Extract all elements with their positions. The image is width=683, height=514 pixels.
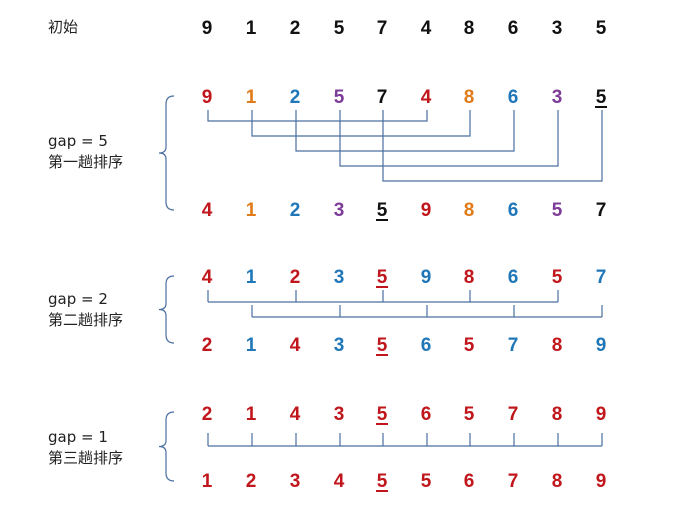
pass1-before-value-9: 5 (596, 87, 607, 108)
pass1-group-connector-1 (251, 110, 471, 137)
pass1-group-connector-0 (207, 110, 428, 122)
pass1-before-value-0: 9 (202, 87, 213, 108)
pass2-after-value-7: 7 (508, 335, 519, 356)
pass1-before-value-7: 6 (508, 87, 519, 108)
pass1-before-value-6: 8 (464, 87, 475, 108)
initial-value-9: 5 (596, 18, 607, 39)
initial-value-6: 8 (464, 18, 475, 39)
pass1-after-value-5: 9 (421, 200, 432, 221)
pass1-before-value-2: 2 (290, 87, 301, 108)
pass3-brace (158, 411, 175, 482)
pass2-before-value-5: 9 (421, 267, 432, 288)
pass2-before-value-8: 5 (552, 267, 563, 288)
pass3-before-value-4: 5 (377, 404, 388, 425)
initial-value-3: 5 (334, 18, 345, 39)
pass1-before-value-1: 1 (246, 87, 257, 108)
pass2-before-value-3: 3 (334, 267, 345, 288)
pass2-before-value-4: 5 (377, 267, 388, 288)
initial-value-2: 2 (290, 18, 301, 39)
initial-value-0: 9 (202, 18, 213, 39)
pass3-before-value-8: 8 (552, 404, 563, 425)
pass1-after-value-2: 2 (290, 200, 301, 221)
pass3-after-value-1: 2 (246, 471, 257, 492)
pass1-group-connector-3 (339, 110, 559, 167)
pass3-before-value-5: 6 (421, 404, 432, 425)
pass1-title: 第一趟排序 (48, 153, 124, 171)
pass1-before-value-4: 7 (377, 87, 388, 108)
pass3-after-value-9: 9 (596, 471, 607, 492)
pass2-after-value-9: 9 (596, 335, 607, 356)
initial-value-7: 6 (508, 18, 519, 39)
pass2-after-value-1: 1 (246, 335, 257, 356)
pass1-after-value-6: 8 (464, 200, 475, 221)
pass3-before-value-7: 7 (508, 404, 519, 425)
pass2-title: 第二趟排序 (48, 311, 124, 329)
initial-value-8: 3 (552, 18, 563, 39)
pass3-after-value-4: 5 (377, 471, 388, 492)
pass2-after-value-6: 5 (464, 335, 475, 356)
pass1-group-connector-4 (382, 110, 603, 182)
pass3-after-value-0: 1 (202, 471, 213, 492)
initial-label: 初始 (48, 18, 79, 36)
pass1-after-value-4: 5 (377, 200, 388, 221)
pass2-after-value-8: 8 (552, 335, 563, 356)
pass2-before-value-6: 8 (464, 267, 475, 288)
pass2-brace (158, 275, 175, 344)
pass1-after-value-3: 3 (334, 200, 345, 221)
pass2-after-value-4: 5 (377, 335, 388, 356)
pass1-after-value-0: 4 (202, 200, 213, 221)
pass1-brace (158, 95, 175, 211)
pass3-after-value-6: 6 (464, 471, 475, 492)
pass2-after-value-3: 3 (334, 335, 345, 356)
pass2-after-value-5: 6 (421, 335, 432, 356)
pass3-before-value-2: 4 (290, 404, 301, 425)
pass3-gap-label: gap = 1 (48, 428, 108, 446)
initial-value-4: 7 (377, 18, 388, 39)
pass3-before-value-9: 9 (596, 404, 607, 425)
pass1-after-value-8: 5 (552, 200, 563, 221)
pass3-after-value-3: 4 (334, 471, 345, 492)
pass1-gap-label: gap = 5 (48, 132, 108, 150)
pass1-before-value-5: 4 (421, 87, 432, 108)
pass2-gap-label: gap = 2 (48, 290, 108, 308)
pass1-after-value-9: 7 (596, 200, 607, 221)
pass1-after-value-7: 6 (508, 200, 519, 221)
pass1-before-value-8: 3 (552, 87, 563, 108)
pass3-before-value-1: 1 (246, 404, 257, 425)
pass2-before-value-1: 1 (246, 267, 257, 288)
pass3-after-value-7: 7 (508, 471, 519, 492)
pass3-after-value-8: 8 (552, 471, 563, 492)
pass2-after-value-2: 4 (290, 335, 301, 356)
initial-value-1: 1 (246, 18, 257, 39)
pass3-after-value-2: 3 (290, 471, 301, 492)
pass3-after-value-5: 5 (421, 471, 432, 492)
pass3-before-value-6: 5 (464, 404, 475, 425)
pass2-before-value-0: 4 (202, 267, 213, 288)
pass2-before-value-9: 7 (596, 267, 607, 288)
pass2-before-value-2: 2 (290, 267, 301, 288)
pass1-before-value-3: 5 (334, 87, 345, 108)
initial-value-5: 4 (421, 18, 432, 39)
pass3-before-value-3: 3 (334, 404, 345, 425)
pass1-group-connector-2 (295, 110, 515, 152)
pass2-before-value-7: 6 (508, 267, 519, 288)
pass1-after-value-1: 1 (246, 200, 257, 221)
pass3-title: 第三趟排序 (48, 449, 124, 467)
pass3-before-value-0: 2 (202, 404, 213, 425)
pass2-after-value-0: 2 (202, 335, 213, 356)
